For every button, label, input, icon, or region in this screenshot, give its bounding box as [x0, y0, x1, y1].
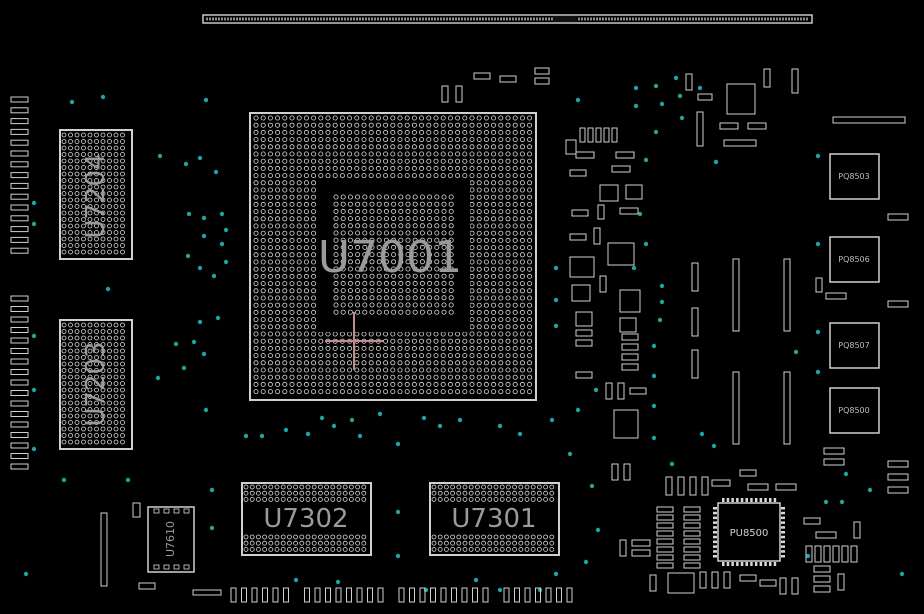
component-u7001[interactable]: U7001	[249, 112, 537, 401]
component-pq8506[interactable]: PQ8506	[829, 236, 880, 283]
bga-inner-grid	[333, 194, 454, 315]
component-label-u7302: U7302	[263, 504, 348, 534]
component-u7610[interactable]: U7610	[147, 506, 195, 573]
component-u7203[interactable]: U7203	[59, 319, 133, 450]
component-label-u7301: U7301	[451, 504, 536, 534]
component-u7302[interactable]: U7302	[241, 482, 372, 556]
component-label-pu8500: PU8500	[730, 528, 769, 539]
pad-grid	[61, 322, 125, 445]
component-u7204[interactable]: U7204	[59, 129, 133, 260]
component-pq8507[interactable]: PQ8507	[829, 322, 880, 369]
component-label-pq8500: PQ8500	[838, 406, 869, 415]
pad-grid	[431, 484, 555, 552]
horizontal-scrollbar[interactable]	[202, 14, 813, 24]
component-label-u7001: U7001	[318, 232, 462, 283]
component-pq8500[interactable]: PQ8500	[829, 387, 880, 434]
via-layer	[23, 75, 905, 593]
component-label-pq8506: PQ8506	[838, 255, 869, 264]
component-u7301[interactable]: U7301	[429, 482, 560, 556]
component-label-u7204: U7204	[81, 153, 111, 238]
pad-grid	[243, 484, 367, 552]
qfn-pads	[713, 498, 785, 566]
passive-components	[10, 67, 909, 603]
component-pu8500[interactable]: PU8500	[713, 498, 785, 566]
pad-grid	[61, 132, 125, 255]
scrollbar-thumb[interactable]	[553, 16, 577, 22]
component-label-u7610: U7610	[164, 521, 177, 557]
pad-row	[153, 508, 190, 570]
component-label-pq8507: PQ8507	[838, 341, 869, 350]
crosshair-cursor-icon	[325, 312, 383, 370]
component-pq8503[interactable]: PQ8503	[829, 153, 880, 200]
component-label-pq8503: PQ8503	[838, 172, 869, 181]
component-label-u7203: U7203	[81, 341, 111, 426]
